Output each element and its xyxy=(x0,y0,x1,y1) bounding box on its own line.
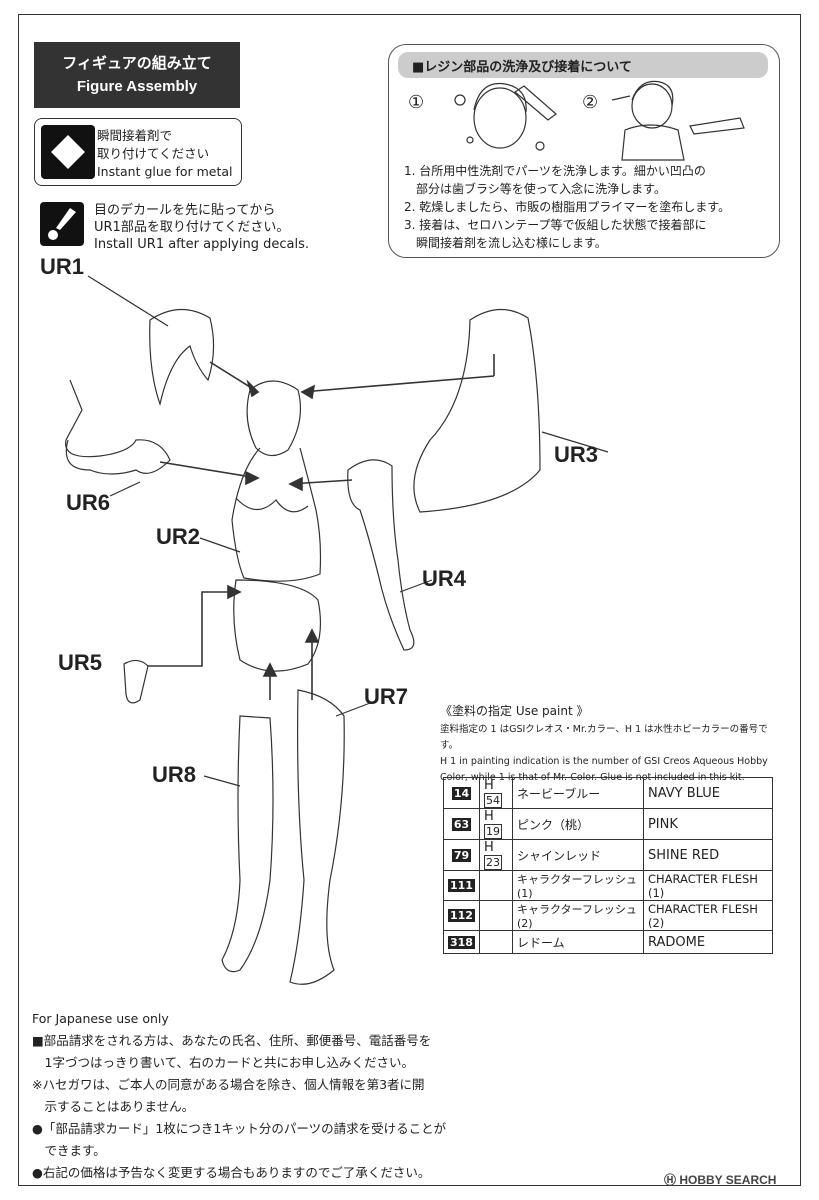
part-ur2 xyxy=(231,447,322,582)
part-skirt xyxy=(233,579,322,672)
paint-name-en: RADOME xyxy=(642,930,773,954)
notice-line: 1字づつはっきり書いて、右のカードと共にお申し込みください。 xyxy=(32,1055,414,1070)
table-row: 318 レドーム RADOME xyxy=(443,930,773,954)
paint-h-code: 23 xyxy=(483,855,502,870)
label-ur6: UR6 xyxy=(66,490,111,515)
table-row: 112 キャラクターフレッシュ (2) CHARACTER FLESH (2) xyxy=(443,900,773,931)
paint-heading: 《塗料の指定 Use paint 》 xyxy=(440,704,589,718)
table-row: 79 H23 シャインレッド SHINE RED xyxy=(443,839,773,871)
paint-name-en: CHARACTER FLESH (1) xyxy=(642,870,773,901)
label-ur3: UR3 xyxy=(554,442,599,467)
paint-code: 318 xyxy=(448,935,475,949)
part-ur8 xyxy=(221,715,274,973)
paint-code: 14 xyxy=(451,786,472,800)
part-ur1 xyxy=(149,308,215,407)
notice-line: できます。 xyxy=(32,1143,106,1158)
label-ur2: UR2 xyxy=(156,524,201,549)
resin-title-bar: ■レジン部品の洗浄及び接着について xyxy=(398,52,768,78)
label-ur7: UR7 xyxy=(364,684,409,709)
glue-line1: 瞬間接着剤で xyxy=(97,128,173,143)
resin-line: 3. 接着は、セロハンテープ等で仮組した状態で接着部に xyxy=(404,218,707,232)
part-ur5 xyxy=(123,659,149,704)
resin-line: 1. 台所用中性洗剤でパーツを洗浄します。細かい凹凸の xyxy=(404,164,706,178)
decal-note: 目のデカールを先に貼ってから UR1部品を取り付けてください。 Install … xyxy=(94,202,309,253)
resin-title: ■レジン部品の洗浄及び接着について xyxy=(412,60,632,75)
resin-steps: 1. 台所用中性洗剤でパーツを洗浄します。細かい凹凸の 部分は歯ブラシ等を使って… xyxy=(404,162,730,252)
label-ur8: UR8 xyxy=(152,762,197,787)
glue-note: 瞬間接着剤で 取り付けてください Instant glue for metal xyxy=(34,118,242,186)
paint-h-code: 19 xyxy=(483,824,502,839)
paint-code: 112 xyxy=(448,909,475,922)
glue-line2: 取り付けてください xyxy=(97,146,210,161)
paint-name-en: NAVY BLUE xyxy=(642,777,773,809)
notice-line: ●右記の価格は予告なく変更する場合もありますのでご了承ください。 xyxy=(32,1165,431,1180)
table-row: 14 H54 ネービーブルー NAVY BLUE xyxy=(443,777,773,809)
paint-name-en: CHARACTER FLESH (2) xyxy=(642,900,773,931)
paint-code: 79 xyxy=(451,848,472,862)
notice-line: ※ハセガワは、ご本人の同意がある場合を除き、個人情報を第3者に開 xyxy=(32,1077,425,1092)
resin-line: 2. 乾燥しましたら、市販の樹脂用プライマーを塗布します。 xyxy=(404,200,731,214)
washing-illustration xyxy=(454,82,557,151)
japanese-use-notice: For Japanese use only ■部品請求をされる方は、あなたの氏名… xyxy=(32,1008,446,1184)
paint-code: 63 xyxy=(451,817,472,831)
decal-line3: Install UR1 after applying decals. xyxy=(94,237,309,252)
title-jp: フィギュアの組み立て xyxy=(62,54,212,72)
part-ur6 xyxy=(65,379,171,475)
paint-code: 111 xyxy=(448,879,475,892)
diamond-icon xyxy=(41,125,95,179)
paint-table: 14 H54 ネービーブルー NAVY BLUE 63 H19 ピンク（桃） P… xyxy=(443,777,773,954)
step2-number: ② xyxy=(582,92,599,113)
paint-name-jp: シャインレッド xyxy=(511,839,644,871)
table-row: 111 キャラクターフレッシュ (1) CHARACTER FLESH (1) xyxy=(443,870,773,901)
table-row: 63 H19 ピンク（桃） PINK xyxy=(443,808,773,840)
paint-name-jp: キャラクターフレッシュ (2) xyxy=(511,900,644,931)
label-ur5: UR5 xyxy=(58,650,103,675)
resin-instructions-box xyxy=(388,44,780,258)
part-head xyxy=(246,380,302,457)
glue-text: 瞬間接着剤で 取り付けてください Instant glue for metal xyxy=(97,127,233,181)
decal-line2: UR1部品を取り付けてください。 xyxy=(94,220,290,235)
label-ur1: UR1 xyxy=(40,254,85,279)
watermark: Ⓗ HOBBY SEARCH xyxy=(664,1173,777,1187)
page-frame xyxy=(18,14,801,1186)
paint-h-code: 54 xyxy=(483,793,502,808)
paint-note-jp: 塗料指定の 1 はGSIクレオス・Mr.カラー、H 1 は水性ホビーカラーの番号… xyxy=(440,724,768,751)
part-ur3 xyxy=(413,308,541,513)
part-ur7 xyxy=(289,689,345,985)
paint-name-jp: ピンク（桃） xyxy=(511,808,644,840)
paint-name-jp: キャラクターフレッシュ (1) xyxy=(511,870,644,901)
title-en: Figure Assembly xyxy=(76,78,198,95)
paint-name-en: PINK xyxy=(642,808,773,840)
paint-name-en: SHINE RED xyxy=(642,839,773,871)
paint-name-jp: ネービーブルー xyxy=(511,777,644,809)
section-title: フィギュアの組み立て Figure Assembly xyxy=(34,42,240,108)
notice-line: 示することはありません。 xyxy=(32,1099,195,1114)
resin-line: 部分は歯ブラシ等を使って入念に洗浄します。 xyxy=(404,182,666,196)
decal-line1: 目のデカールを先に貼ってから xyxy=(94,203,276,218)
notice-heading: For Japanese use only xyxy=(32,1011,169,1026)
part-ur4 xyxy=(347,459,415,651)
notice-line: ■部品請求をされる方は、あなたの氏名、住所、郵便番号、電話番号を xyxy=(32,1033,432,1048)
notice-line: ●「部品請求カード」1枚につき1キット分のパーツの請求を受けることが xyxy=(32,1121,447,1136)
paint-note-en1: H 1 in painting indication is the number… xyxy=(440,756,768,767)
brush-icon xyxy=(40,202,84,246)
paint-name-jp: レドーム xyxy=(511,930,644,954)
priming-illustration xyxy=(611,80,745,161)
step1-number: ① xyxy=(408,92,425,113)
label-ur4: UR4 xyxy=(422,566,467,591)
glue-line3: Instant glue for metal xyxy=(97,164,233,179)
resin-line: 瞬間接着剤を流し込む様にします。 xyxy=(404,236,607,250)
